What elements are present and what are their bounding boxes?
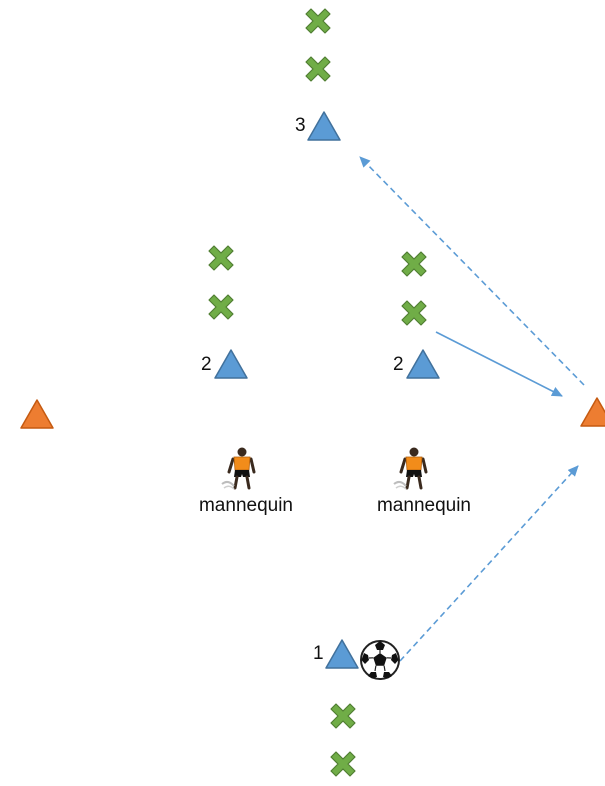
player-marker-icon	[208, 294, 234, 320]
orange-cone-icon-right	[580, 397, 605, 427]
player-marker-icon	[208, 245, 234, 271]
mannequin-right-label: mannequin	[376, 495, 472, 516]
run-arrow-to-orange-cone	[435, 331, 563, 397]
pass-arrow-to-orange-cone	[399, 465, 579, 662]
mannequin-icon-right	[392, 446, 428, 490]
soccer-ball-icon	[360, 640, 400, 680]
player-marker-icon	[305, 8, 331, 34]
player-marker-icon	[330, 751, 356, 777]
station-2-right-number: 2	[393, 354, 404, 375]
station-1-number: 1	[313, 643, 324, 664]
player-marker-icon	[305, 56, 331, 82]
mannequin-icon-left	[220, 446, 256, 490]
player-marker-icon	[401, 300, 427, 326]
cone-icon-station-1	[325, 639, 359, 669]
player-marker-icon	[401, 251, 427, 277]
station-2-left-number: 2	[201, 354, 212, 375]
player-marker-icon	[330, 703, 356, 729]
station-3-number: 3	[295, 115, 306, 136]
cone-icon-station-2-right	[406, 349, 440, 379]
pass-arrow-to-station-3	[359, 156, 585, 386]
orange-cone-icon-left	[20, 399, 54, 429]
mannequin-left-label: mannequin	[198, 495, 294, 516]
cone-icon-station-2-left	[214, 349, 248, 379]
cone-icon-station-3	[307, 111, 341, 141]
